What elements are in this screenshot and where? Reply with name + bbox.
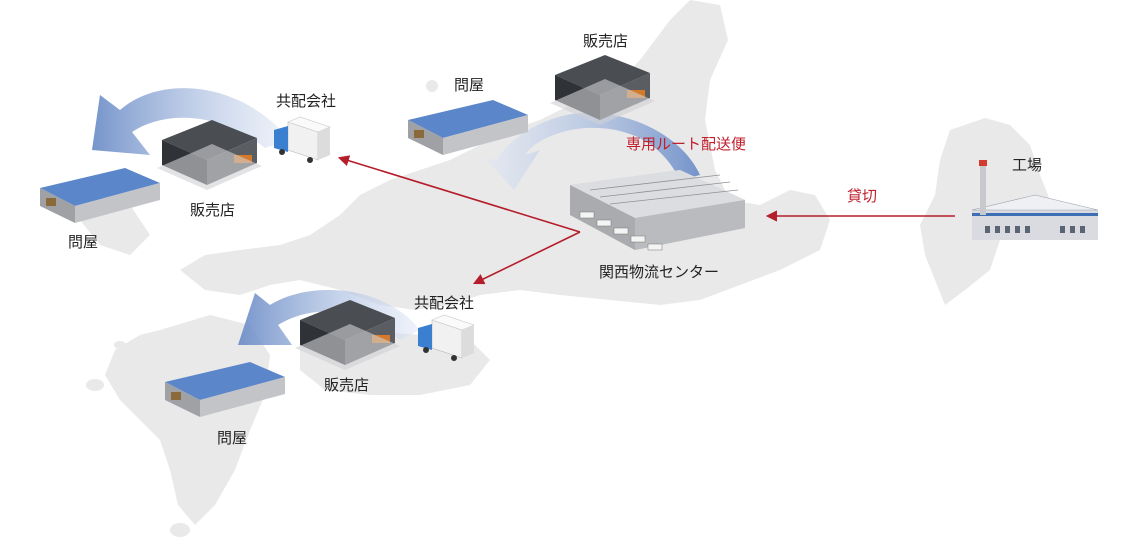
wholesaler-label-top: 問屋 <box>454 76 485 94</box>
charter-label: 貸切 <box>847 187 878 205</box>
factory-building <box>971 160 1099 240</box>
delivery-truck-2 <box>418 314 475 361</box>
retailer-building-2 <box>295 300 400 370</box>
kansai-center-label: 関西物流センター <box>599 263 720 281</box>
island <box>86 379 104 391</box>
factory-label: 工場 <box>1012 156 1043 174</box>
retailer-label-top: 販売店 <box>583 32 629 50</box>
retailer-label-2: 販売店 <box>324 376 370 394</box>
retailer-building-top <box>550 55 655 125</box>
retailer-building-1 <box>157 120 262 190</box>
route-arrow-to-southwest <box>472 231 581 285</box>
wholesaler-label-2: 問屋 <box>217 429 248 447</box>
wholesaler-label-1: 問屋 <box>68 233 99 251</box>
kyushu-land <box>105 315 270 525</box>
delivery-truck-1 <box>274 116 331 163</box>
wholesaler-building-top <box>408 100 528 155</box>
joint-delivery-label-1: 共配会社 <box>276 92 337 110</box>
dedicated-route-label: 専用ルート配送便 <box>626 135 747 153</box>
wholesaler-building-2 <box>165 362 285 417</box>
route-arrow-to-west <box>337 155 581 233</box>
retailer-label-1: 販売店 <box>190 201 236 219</box>
flow-arrow-left <box>92 88 290 155</box>
joint-delivery-label-2: 共配会社 <box>414 294 475 312</box>
flow-arrow-middle <box>238 290 420 345</box>
flow-arrow-top <box>485 112 700 190</box>
delivery-flow-arrows <box>92 88 700 345</box>
island <box>114 341 126 349</box>
kansai-logistics-center-building <box>570 170 745 251</box>
island <box>426 80 438 92</box>
wholesaler-building-1 <box>40 168 160 223</box>
island <box>170 523 190 537</box>
red-route-arrows <box>337 155 955 285</box>
